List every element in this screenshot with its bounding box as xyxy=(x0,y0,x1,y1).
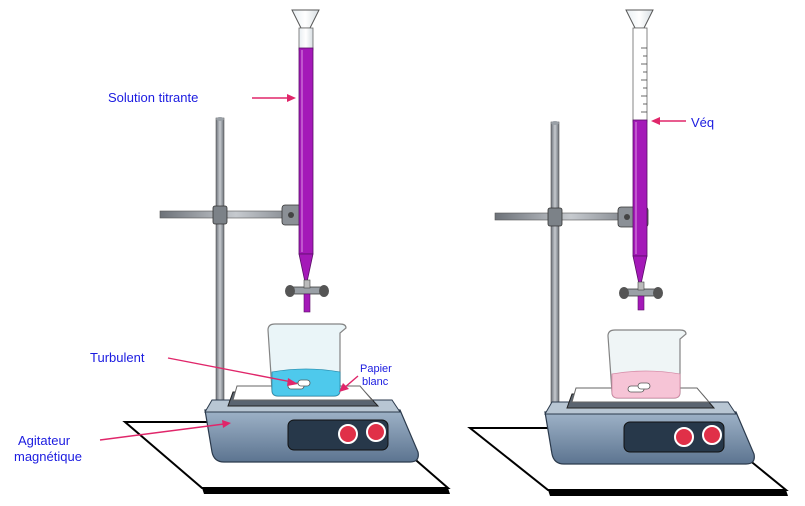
stopcock-icon xyxy=(285,279,329,313)
magnetic-stirrer-icon xyxy=(544,401,755,465)
label-agitateur: Agitateur xyxy=(18,433,71,448)
titrant-arrow xyxy=(252,94,296,102)
label-turbulent: Turbulent xyxy=(90,350,145,365)
label-magnetique: magnétique xyxy=(14,449,82,464)
stopcock-icon xyxy=(619,281,663,311)
setup-initial: Solution titrante Turbulent Papier blanc… xyxy=(14,9,451,494)
stirrer-speed-knob xyxy=(338,424,358,444)
turbulent-arrow xyxy=(167,357,298,386)
stirrer-arrow xyxy=(99,420,231,441)
veq-arrow xyxy=(651,117,686,125)
burette-clamp xyxy=(494,206,649,228)
beaker-icon xyxy=(267,323,347,397)
stirrer-heat-knob xyxy=(702,425,722,445)
stirrer-heat-knob xyxy=(366,422,386,442)
beaker-icon xyxy=(607,329,687,399)
setup-equivalence: Véq xyxy=(467,9,789,496)
label-veq: Véq xyxy=(691,115,714,130)
stir-bar-icon xyxy=(627,382,651,393)
paper-arrow xyxy=(339,375,359,392)
stirrer-speed-knob xyxy=(674,427,694,447)
burette-icon xyxy=(625,9,654,285)
label-papier: Papier xyxy=(360,363,392,375)
label-blanc: blanc xyxy=(362,376,389,388)
burette-icon xyxy=(291,9,320,283)
stand-rod xyxy=(550,121,560,451)
magnetic-stirrer-icon xyxy=(204,399,419,463)
label-titrant: Solution titrante xyxy=(108,90,198,105)
burette-clamp xyxy=(159,204,313,226)
